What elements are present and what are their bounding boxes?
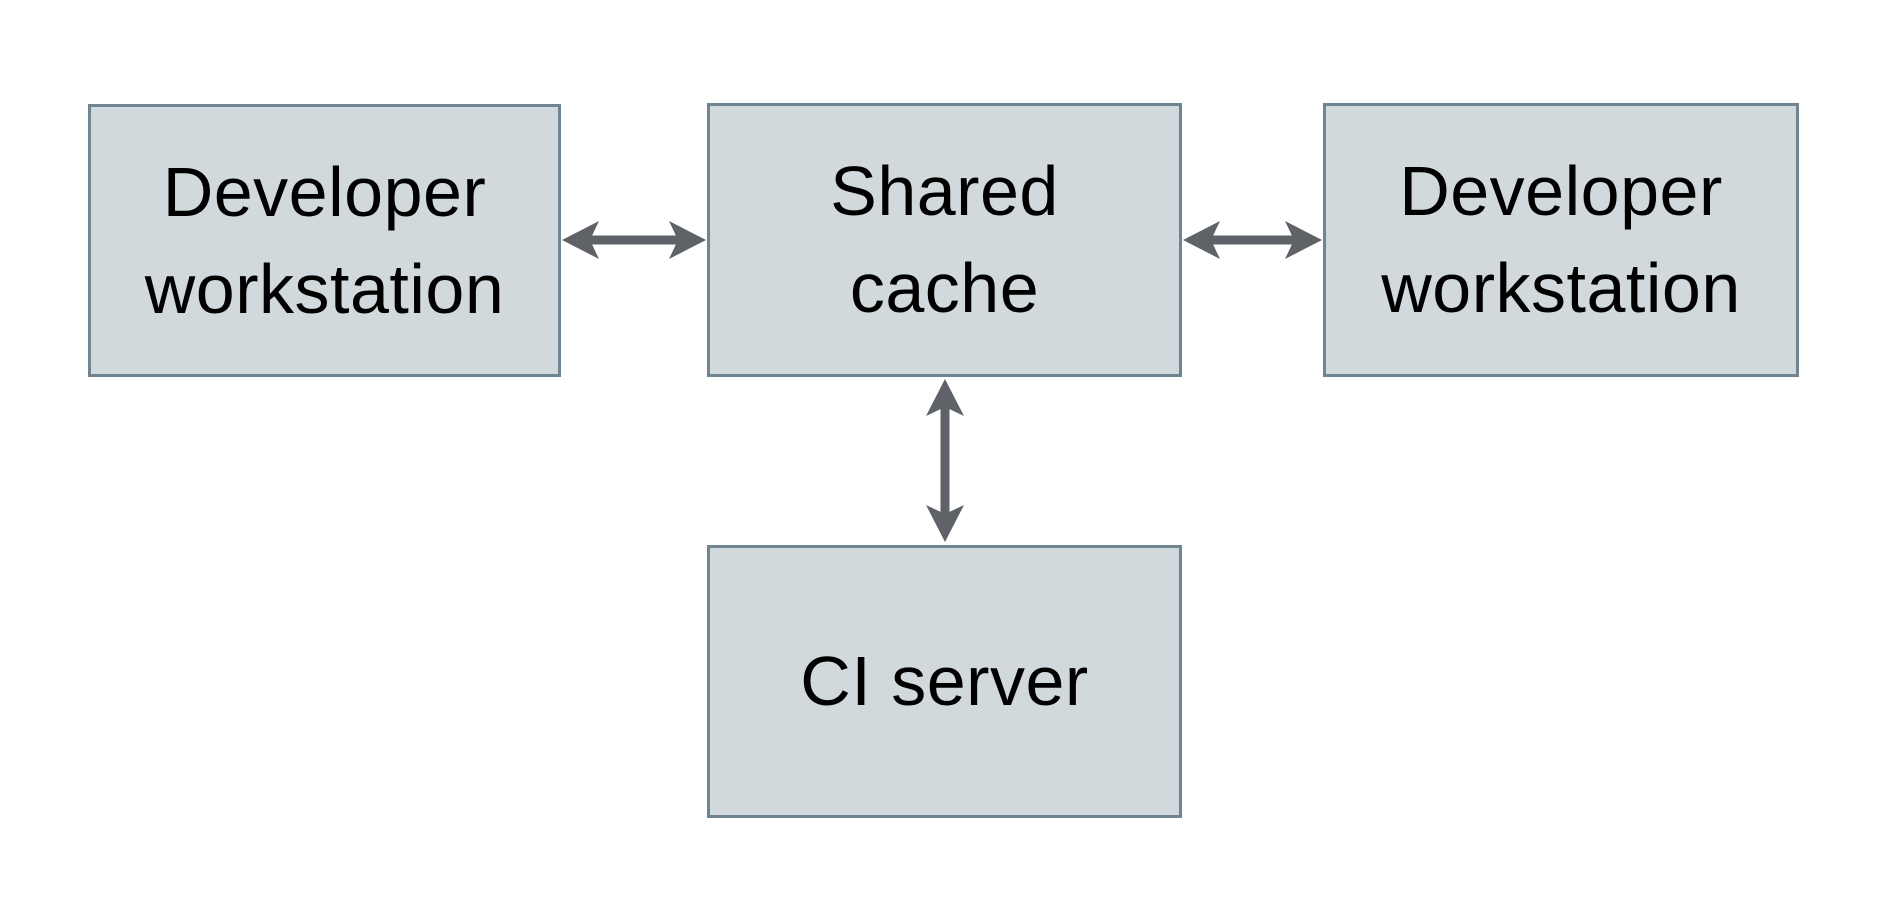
node-label: CI server <box>800 642 1089 721</box>
node-shared-cache: Shared cache <box>707 103 1182 377</box>
node-label: Developer workstation <box>144 152 505 328</box>
double-arrow-cache-right-workstation-icon <box>1183 221 1322 259</box>
node-label: Shared cache <box>830 152 1059 327</box>
double-arrow-cache-ci-server-icon <box>926 379 964 542</box>
node-developer-workstation-left: Developer workstation <box>88 104 561 377</box>
node-label: Developer workstation <box>1381 152 1741 327</box>
node-developer-workstation-right: Developer workstation <box>1323 103 1799 377</box>
node-ci-server: CI server <box>707 545 1182 818</box>
double-arrow-left-workstation-cache-icon <box>562 221 706 259</box>
